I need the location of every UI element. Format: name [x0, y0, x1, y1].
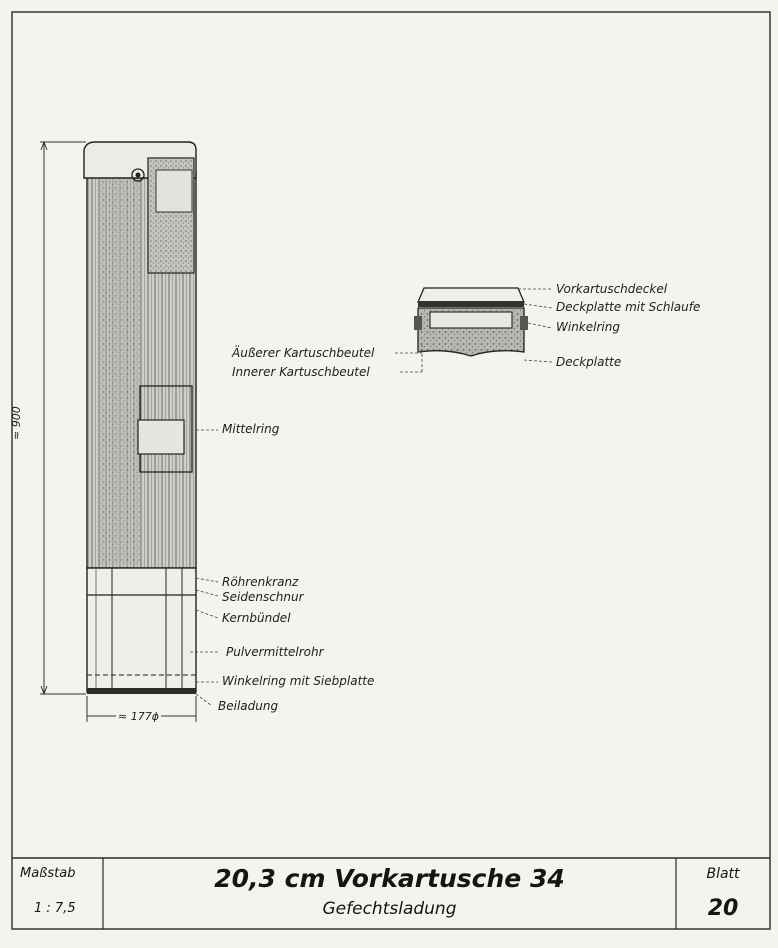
label-deckplatte: Deckplatte	[556, 355, 622, 369]
main-leaders	[190, 429, 219, 707]
label-innerer-kartuschbeutel: Innerer Kartuschbeutel	[232, 365, 370, 379]
drawing-title: 20,3 cm Vorkartusche 34	[214, 864, 565, 893]
height-dimension	[40, 140, 86, 696]
label-seidenschnur: Seidenschnur	[222, 590, 304, 604]
width-dimension-label: ≈ 177ϕ	[116, 710, 161, 723]
sheet-number: 20	[707, 896, 739, 921]
label-winkelring: Winkelring	[556, 320, 620, 334]
cap-detail	[414, 287, 528, 357]
label-winkelring-siebplatte: Winkelring mit Siebplatte	[222, 674, 375, 688]
label-pulvermittelrohr: Pulvermittelrohr	[226, 645, 324, 659]
label-aeusserer-kartuschbeutel: Äußerer Kartuschbeutel	[232, 346, 375, 360]
label-kernbuendel: Kernbündel	[222, 611, 291, 625]
drawing-frame	[11, 11, 771, 930]
label-deckplatte-schlaufe: Deckplatte mit Schlaufe	[556, 300, 701, 314]
label-vorkartuschdeckel: Vorkartuschdeckel	[556, 282, 668, 296]
label-beiladung: Beiladung	[218, 699, 279, 713]
label-mittelring: Mittelring	[222, 422, 280, 436]
label-roehrenkranz: Röhrenkranz	[222, 575, 299, 589]
drawing-subtitle: Gefechtsladung	[322, 899, 457, 919]
cap-leaders	[395, 288, 553, 373]
sheet-heading: Blatt	[706, 866, 740, 882]
scale-value: 1 : 7,5	[34, 901, 76, 916]
main-cartridge	[83, 141, 197, 694]
height-dimension-label: ≈ 900	[10, 406, 23, 440]
scale-heading: Maßstab	[20, 866, 76, 881]
